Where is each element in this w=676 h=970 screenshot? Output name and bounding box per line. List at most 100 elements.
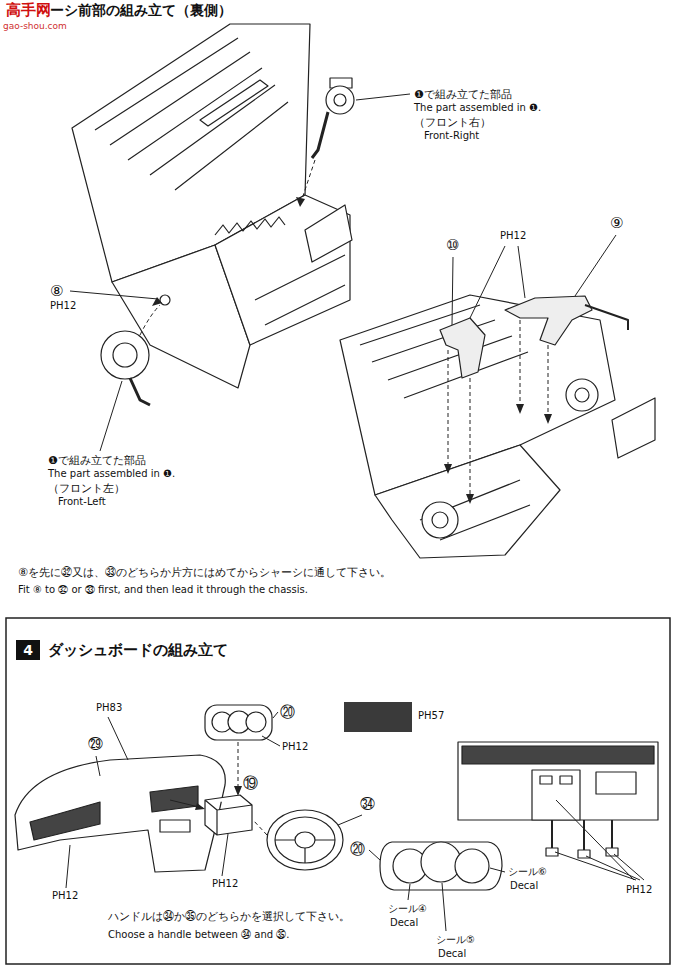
label: Fit ⑧ to ㉜ or ㉝ first, and then lead it … (18, 584, 308, 596)
dark-panel (150, 786, 198, 812)
label: Decal (390, 917, 418, 929)
label: Front-Left (58, 496, 106, 508)
crossmember-detail (255, 255, 345, 325)
label: PH12 (212, 878, 238, 890)
dark-panel (462, 746, 654, 764)
callout-number: ⑳ (280, 703, 295, 721)
wheel-spoke (275, 840, 335, 863)
wheel-hub (295, 832, 315, 848)
steering-wheel-inner (275, 817, 335, 863)
callout-number: ⑨ (610, 214, 623, 232)
dashboard-front (458, 742, 658, 820)
assembly-guides (448, 235, 616, 500)
gauge-decal-panel (380, 842, 502, 890)
tub-detail (420, 480, 530, 540)
floor-rib (360, 305, 528, 398)
leader-line (66, 712, 380, 888)
floor-slot (200, 80, 268, 126)
arrow-head (296, 197, 305, 207)
hub-front-left (101, 331, 149, 379)
label: The part assembled in ❶. (48, 468, 175, 480)
front-tub (375, 445, 560, 558)
washer (160, 295, 170, 305)
spring (215, 217, 285, 235)
step-number: 4 (16, 640, 40, 660)
leader-line (408, 868, 505, 931)
label: Decal (510, 880, 538, 892)
leader-line (555, 800, 644, 880)
bumper-bracket (612, 398, 655, 458)
gauge-hood (205, 705, 272, 740)
callout-number: ⑩ (446, 236, 459, 254)
hub-center (113, 343, 137, 367)
tie-rod (585, 305, 628, 330)
strut-arm (130, 378, 150, 405)
watermark: gao-shou.com (3, 21, 67, 32)
callout-number: ⑳ (350, 840, 365, 858)
steering-column (205, 795, 252, 835)
hub-left (422, 502, 458, 538)
assembly-guides (66, 712, 644, 931)
section-frame (6, 618, 670, 964)
leader-line (356, 94, 410, 100)
label: The part assembled in ❶. (414, 102, 541, 114)
gauge-decal (455, 849, 489, 883)
label: Front-Right (424, 130, 479, 142)
hub-center (432, 512, 448, 528)
label: PH12 (52, 890, 78, 902)
gauge (246, 712, 266, 732)
arrow-head (195, 803, 205, 810)
arrow-head (516, 404, 524, 414)
label: PH12 (626, 884, 652, 896)
suspension-arm (440, 318, 485, 378)
floor-rib (95, 38, 288, 190)
color-swatch (344, 702, 412, 732)
note: ❶で組み立てた部品 (414, 88, 512, 101)
chassis-front-right-view (340, 295, 655, 558)
label: シール④ (388, 903, 427, 915)
suspension-arm (505, 296, 592, 345)
arrow-head (152, 297, 162, 306)
leader-line (70, 291, 158, 299)
dashed-guide (300, 160, 315, 205)
vent (160, 820, 190, 832)
watermark: 高手网 (6, 1, 51, 19)
label: シール⑥ (508, 866, 547, 878)
glove-box (596, 772, 636, 794)
bumper-bracket (305, 205, 352, 262)
arrow-head (544, 414, 552, 424)
label: PH12 (282, 741, 308, 753)
hub-front-right (326, 86, 354, 114)
label: PH12 (50, 300, 76, 312)
callout-number: ⑲ (243, 774, 258, 792)
label: Choose a handle between ㉞ and ㉟. (108, 929, 289, 941)
label: PH83 (96, 702, 122, 714)
note: （フロント右） (414, 116, 491, 129)
arrow-heads (152, 197, 552, 810)
hub-right (566, 379, 598, 411)
arrow-head (234, 786, 242, 796)
dashboard (15, 755, 225, 872)
label: シール⑤ (436, 934, 475, 946)
strut-arm (312, 112, 328, 158)
note: ❶で組み立てた部品 (48, 454, 146, 467)
callout-number: ㉙ (88, 735, 103, 753)
center-console (532, 770, 580, 820)
section-heading: 4ダッシュボードの組み立て (16, 640, 228, 660)
note: （フロント左） (48, 482, 125, 495)
pedal-arm (552, 820, 612, 852)
steering-wheel (267, 810, 343, 870)
hub-center (334, 94, 346, 106)
callout-number: ㉞ (360, 795, 375, 813)
note: ハンドルは㉞か㉟のどちらかを選択して下さい。 (108, 910, 350, 923)
dark-panel (30, 802, 100, 840)
hub-center (575, 388, 589, 402)
dashed-guide (448, 320, 548, 500)
paint-code: PH57 (418, 710, 444, 722)
note: ⑧を先に㉜又は、㉝のどちらか片方にはめてからシャーシに通して下さい。 (18, 566, 391, 579)
switch (560, 776, 572, 784)
leader-line (100, 381, 122, 451)
switch (540, 776, 552, 784)
dashed-guide (140, 305, 160, 335)
